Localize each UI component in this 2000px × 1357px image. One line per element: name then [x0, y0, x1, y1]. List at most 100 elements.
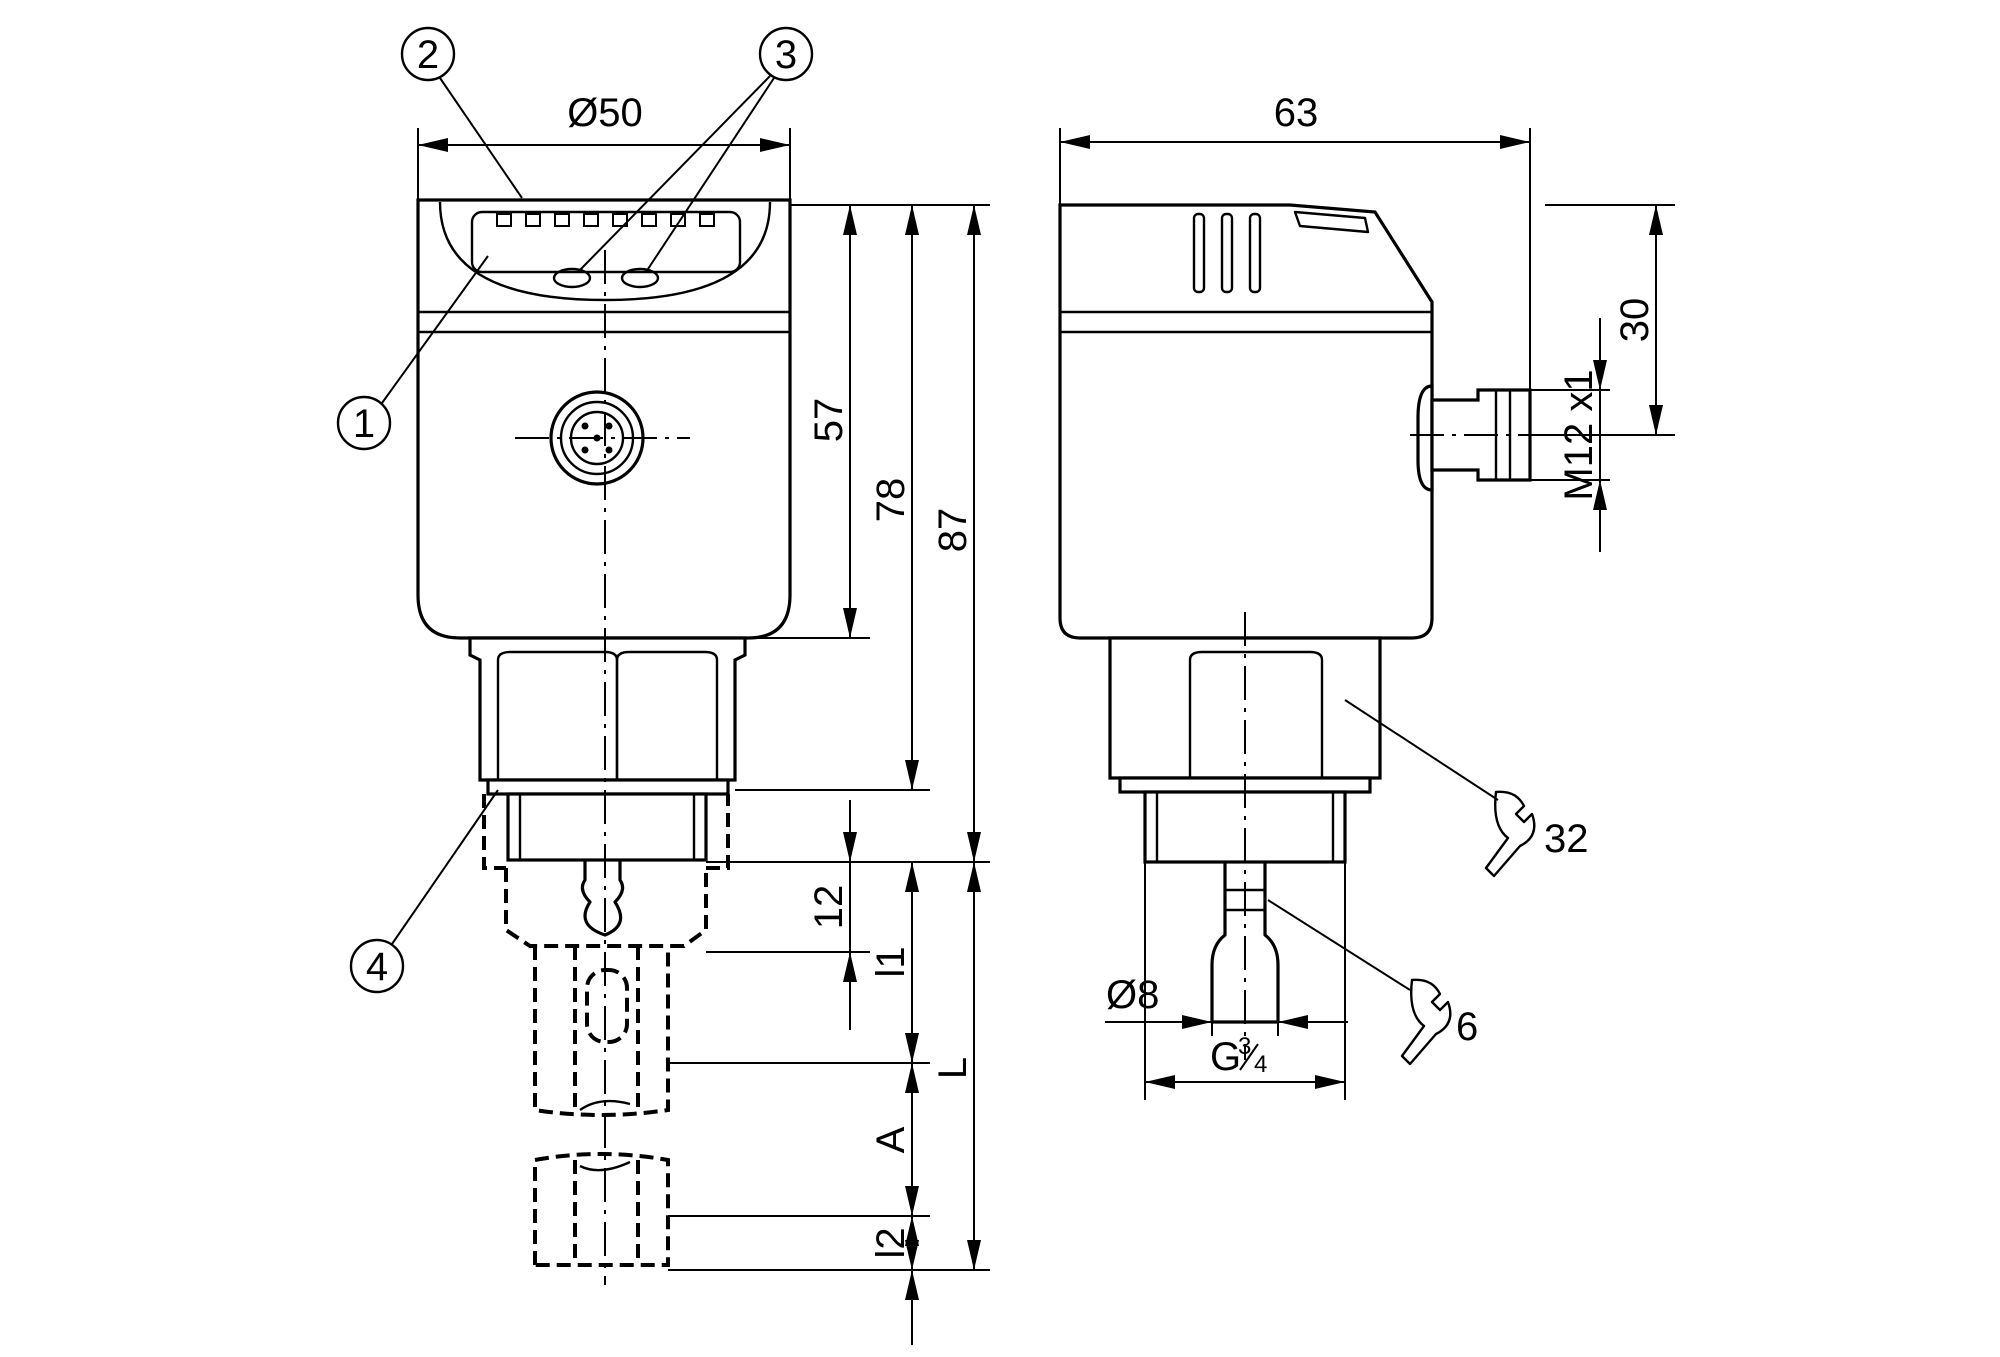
- arrow: [1649, 405, 1663, 435]
- arrow: [843, 952, 857, 982]
- callout-2: 2: [417, 33, 439, 77]
- arrow: [1145, 1075, 1175, 1089]
- dim-12: 12: [807, 885, 851, 930]
- break-mark: [579, 1099, 631, 1111]
- dim-dia8: Ø8: [1106, 973, 1159, 1017]
- led-row: [496, 213, 715, 227]
- arrow: [1315, 1075, 1345, 1089]
- arrow: [1649, 205, 1663, 235]
- dim-30: 30: [1613, 298, 1657, 343]
- callout-circle-3: [758, 26, 814, 82]
- led: [525, 213, 541, 227]
- arrow: [1182, 1015, 1212, 1029]
- led: [670, 213, 686, 227]
- led: [612, 213, 628, 227]
- dim-L: L: [931, 1057, 975, 1079]
- arrow: [967, 832, 981, 862]
- arrow: [905, 1063, 919, 1093]
- front-hex-nut: [468, 636, 747, 782]
- dim-m12: M12 x1: [1557, 369, 1601, 500]
- dim-dia50: Ø50: [567, 91, 643, 135]
- arrow: [1593, 360, 1607, 390]
- arrow: [905, 1240, 919, 1270]
- button-left: [552, 267, 592, 289]
- led: [554, 213, 570, 227]
- arrow: [905, 1033, 919, 1063]
- arrow: [1500, 135, 1530, 149]
- callouts: 2 3 1 4: [336, 26, 814, 994]
- dashed-rod-lower-inner: [573, 1160, 640, 1265]
- vent: [1192, 212, 1206, 294]
- side-view: [1058, 203, 1600, 1060]
- led: [496, 213, 512, 227]
- dim-wrench6: 6: [1456, 1005, 1478, 1049]
- leader-3b: [645, 77, 775, 273]
- front-dimensions: Ø50 57 78 87 12 l1: [417, 91, 990, 1345]
- callout-4: 4: [366, 945, 388, 989]
- dashed-rod-upper: [533, 946, 670, 1117]
- arrow: [967, 1240, 981, 1270]
- dashed-rod-inner: [573, 946, 640, 1108]
- front-thread: [506, 792, 708, 862]
- led: [699, 213, 715, 227]
- dim-wrench32: 32: [1544, 817, 1589, 861]
- side-hex-flat: [1188, 650, 1324, 778]
- vent: [1248, 212, 1262, 294]
- arrow: [905, 1270, 919, 1300]
- dim-l1: l1: [869, 946, 913, 977]
- dim-g34-sub: 4: [1254, 1051, 1267, 1078]
- callout-circle-1: [336, 395, 392, 451]
- arrow: [905, 760, 919, 790]
- m12-connector-side: [1416, 384, 1434, 492]
- probe-tip: [580, 860, 625, 937]
- arrow: [967, 862, 981, 892]
- led: [641, 213, 657, 227]
- arrow: [905, 1186, 919, 1216]
- wrench-icon: [1400, 978, 1452, 1066]
- front-hex-flat-2: [615, 650, 719, 780]
- side-bevel: [1289, 203, 1434, 303]
- arrow: [843, 205, 857, 235]
- side-dimensions: 63 30 M12 x1 32 6 Ø8: [1059, 91, 1675, 1100]
- arrow: [1593, 480, 1607, 510]
- dim-57: 57: [807, 398, 851, 443]
- fraction-slash: [1239, 1043, 1259, 1071]
- side-housing: [1058, 203, 1434, 640]
- dim-78: 78: [869, 478, 913, 523]
- arrow: [967, 205, 981, 235]
- arrow: [760, 138, 790, 152]
- arrow: [1278, 1015, 1308, 1029]
- dim-g34-sup: 3: [1238, 1033, 1251, 1060]
- wrench-icon: [1484, 790, 1536, 878]
- dim-g34-prefix: G: [1210, 1035, 1241, 1079]
- leader-1: [381, 255, 489, 404]
- vent: [1220, 212, 1234, 294]
- arrow: [905, 1216, 919, 1246]
- arrow: [905, 862, 919, 892]
- arrow: [905, 205, 919, 235]
- callout-circle-4: [349, 938, 405, 994]
- leader-4: [391, 789, 499, 945]
- leader-2: [439, 77, 523, 199]
- dashed-adapter-outer: [482, 794, 730, 870]
- dim-63: 63: [1274, 91, 1319, 135]
- dim-87: 87: [931, 508, 975, 553]
- front-seal: [486, 778, 730, 796]
- dim-l2: l2: [869, 1227, 913, 1258]
- led: [583, 213, 599, 227]
- button-right: [620, 267, 660, 289]
- side-bevel-ridge: [1293, 210, 1370, 234]
- leader-3a: [577, 75, 771, 273]
- dashed-rod-lower: [533, 1152, 670, 1267]
- break-mark-2: [579, 1160, 631, 1172]
- dashed-fitting: [504, 868, 708, 948]
- arrow: [843, 832, 857, 862]
- display-bezel: [438, 201, 772, 302]
- arrow: [418, 138, 448, 152]
- callout-circle-2: [400, 26, 456, 82]
- callout-3: 3: [775, 33, 797, 77]
- arrow: [843, 608, 857, 638]
- callout-1: 1: [353, 402, 375, 446]
- leader-wrench6: [1267, 899, 1411, 991]
